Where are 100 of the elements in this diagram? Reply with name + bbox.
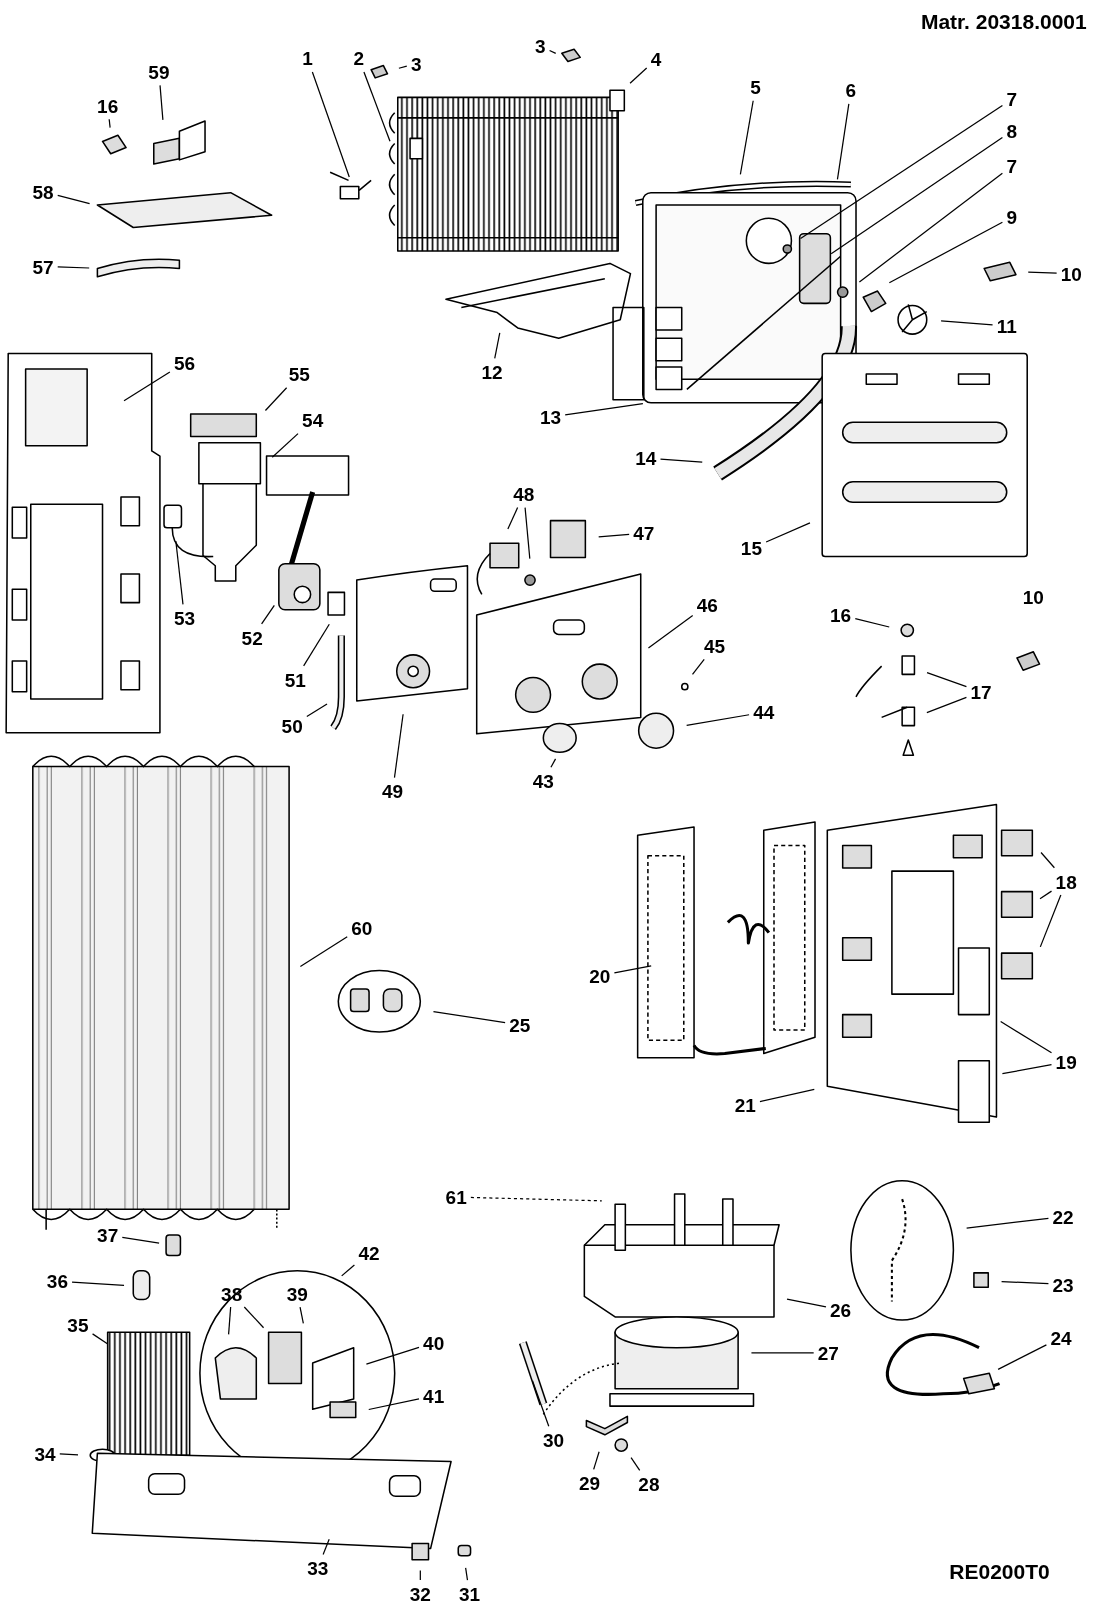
- callout-number: 56: [173, 353, 196, 373]
- callout-number: 34: [34, 1444, 56, 1464]
- callout-number: 59: [148, 62, 170, 82]
- callout-number: 9: [1006, 207, 1018, 227]
- leader-line: [175, 540, 184, 605]
- leader-line: [647, 614, 694, 649]
- callout-number: 53: [173, 608, 196, 628]
- leader-line: [121, 1236, 160, 1244]
- callout-number: 37: [97, 1225, 119, 1245]
- leader-line: [799, 104, 1003, 240]
- callout-number: 61: [445, 1187, 467, 1207]
- reference-code: Matr. 20318.0001: [920, 10, 1087, 31]
- leader-line: [1027, 271, 1058, 274]
- leader-line: [1000, 1020, 1053, 1054]
- callout-number: 33: [307, 1559, 329, 1578]
- leader-line: [531, 1380, 550, 1427]
- leader-line: [691, 658, 705, 676]
- leader-line: [311, 71, 350, 178]
- callout-number: 3: [534, 36, 546, 56]
- callout-number: 22: [1052, 1207, 1074, 1227]
- leader-line: [940, 320, 994, 326]
- callout-number: 10: [1060, 264, 1082, 284]
- reference-code: RE0200T0: [949, 1560, 1050, 1582]
- leader-line: [1039, 890, 1053, 900]
- callout-number: 12: [481, 362, 503, 382]
- leader-line: [836, 103, 850, 181]
- callout-number: 50: [281, 716, 303, 736]
- leader-line: [926, 672, 968, 688]
- callout-number: 15: [740, 538, 762, 558]
- leader-line: [470, 1196, 603, 1202]
- leader-line: [507, 507, 519, 530]
- leader-line: [398, 65, 408, 69]
- callout-number: 24: [1050, 1328, 1072, 1348]
- leader-line: [548, 49, 557, 54]
- callout-number: 20: [589, 966, 611, 986]
- callout-number: 19: [1055, 1052, 1077, 1072]
- leader-line: [59, 1453, 79, 1456]
- leader-line: [71, 1281, 125, 1286]
- callout-number: 29: [578, 1473, 601, 1493]
- callout-number: 32: [409, 1584, 431, 1604]
- callout-number: 48: [513, 484, 535, 504]
- callout-number: 55: [288, 364, 310, 384]
- callout-number: 7: [1006, 89, 1018, 109]
- leader-line: [750, 1352, 815, 1354]
- leader-line: [393, 713, 404, 779]
- leader-line: [322, 1538, 330, 1556]
- leader-line: [261, 604, 275, 625]
- callout-number: 21: [734, 1095, 756, 1115]
- leader-line: [91, 1333, 109, 1345]
- callout-number: 57: [32, 257, 54, 277]
- callout-number: 10: [1022, 587, 1044, 607]
- leader-line: [593, 1451, 600, 1470]
- leader-line: [888, 221, 1003, 284]
- leader-line: [524, 507, 531, 560]
- callout-number: 46: [696, 595, 718, 615]
- callout-number: 14: [635, 448, 657, 468]
- leader-line: [123, 371, 171, 402]
- leader-line: [306, 703, 328, 718]
- callout-number: 42: [358, 1243, 380, 1263]
- leader-line: [303, 623, 330, 667]
- leader-line: [686, 714, 750, 726]
- callout-number: 18: [1055, 872, 1077, 892]
- callout-number: 54: [302, 410, 324, 430]
- leader-line: [1039, 894, 1062, 948]
- leader-line: [264, 387, 288, 412]
- leader-line: [1000, 1281, 1050, 1285]
- leader-line: [299, 1306, 304, 1325]
- leader-line: [365, 1346, 420, 1365]
- leader-line: [432, 1010, 506, 1024]
- leader-line: [108, 118, 111, 129]
- callout-number: 16: [97, 96, 119, 116]
- leader-line: [243, 1306, 265, 1329]
- callout-number: 17: [970, 682, 992, 702]
- callout-number: 28: [638, 1474, 660, 1494]
- callout-number: 35: [67, 1315, 89, 1334]
- leader-line: [368, 1398, 420, 1411]
- leader-line: [550, 758, 557, 768]
- callout-number: 7: [1006, 156, 1018, 176]
- callout-number: 30: [543, 1430, 565, 1450]
- callout-number: 49: [382, 781, 404, 801]
- leader-line: [786, 1298, 827, 1308]
- callout-number: 47: [633, 523, 655, 543]
- leader-line: [419, 1569, 421, 1581]
- callout-number: 11: [996, 316, 1017, 336]
- callout-number: 2: [353, 48, 365, 68]
- leader-line: [159, 84, 164, 121]
- callout-number: 51: [284, 670, 306, 690]
- callout-number: 1: [302, 48, 313, 68]
- leader-line: [494, 332, 501, 359]
- leader-line: [858, 172, 1003, 283]
- leader-line: [228, 1306, 232, 1335]
- leader-line: [1040, 851, 1055, 869]
- callout-number: 45: [703, 636, 726, 656]
- leader-line: [966, 1217, 1050, 1229]
- callout-number: 6: [845, 80, 857, 100]
- callout-number: 40: [423, 1333, 445, 1353]
- leader-line: [765, 522, 811, 543]
- callout-number: 39: [286, 1284, 308, 1304]
- callout-number: 52: [241, 628, 263, 648]
- leader-line: [629, 67, 648, 84]
